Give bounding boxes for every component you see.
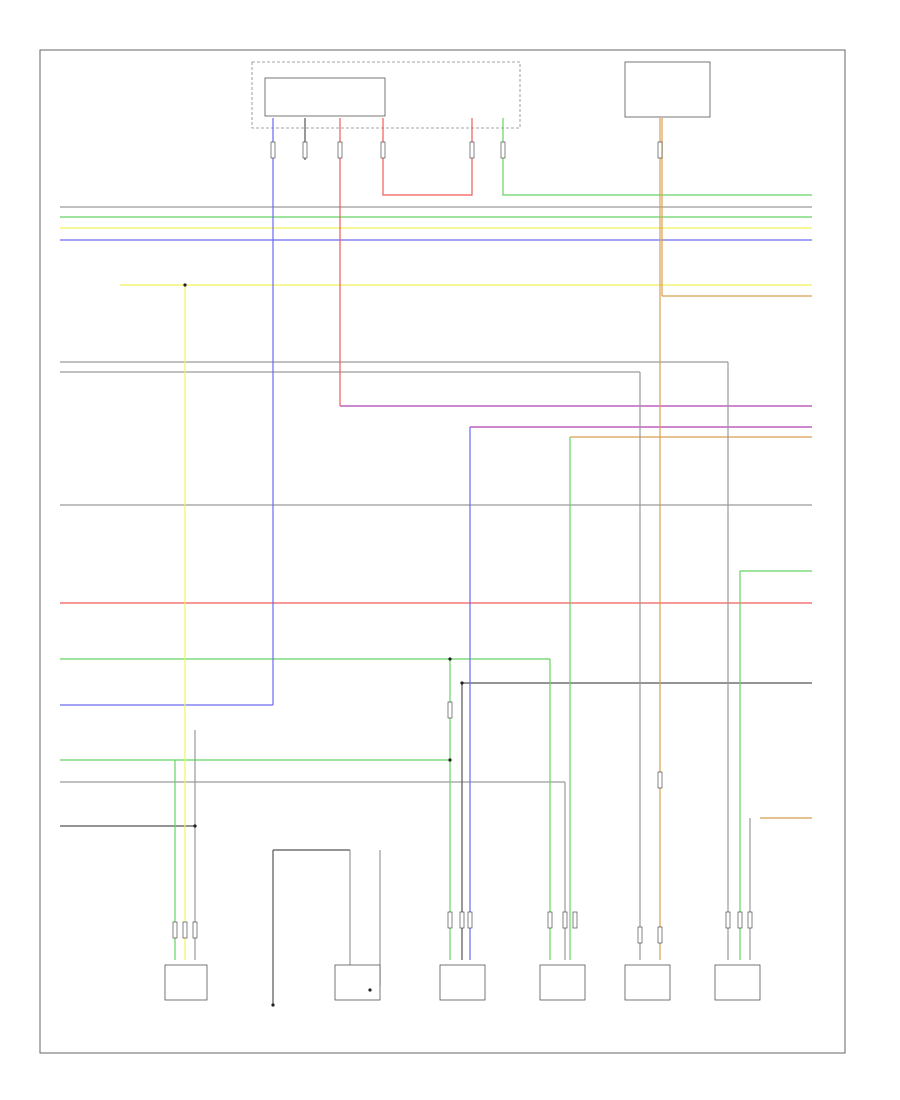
connector bbox=[337, 141, 343, 159]
connector bbox=[172, 921, 178, 939]
riser-wire bbox=[502, 118, 812, 196]
sensor-module-2 bbox=[539, 964, 586, 1001]
sensor-module-1 bbox=[439, 964, 486, 1001]
connector bbox=[547, 911, 553, 929]
relay-module bbox=[264, 77, 386, 117]
connector bbox=[270, 141, 276, 159]
splice-dot bbox=[368, 988, 372, 992]
connector bbox=[447, 701, 453, 719]
switch-component bbox=[334, 964, 381, 1001]
connector bbox=[657, 141, 663, 159]
connector bbox=[459, 911, 465, 929]
components bbox=[164, 141, 761, 1007]
connector bbox=[467, 911, 473, 929]
connector bbox=[380, 141, 386, 159]
connector bbox=[469, 141, 475, 159]
diagram-frame bbox=[39, 49, 846, 1054]
connector bbox=[192, 921, 198, 939]
connector bbox=[182, 921, 188, 939]
connector bbox=[302, 141, 308, 159]
connector bbox=[747, 911, 753, 929]
connector bbox=[657, 771, 663, 789]
splice-dot bbox=[193, 824, 197, 828]
connector bbox=[447, 911, 453, 929]
junction-relay-box bbox=[251, 61, 521, 129]
connector bbox=[500, 141, 506, 159]
splice-dot bbox=[448, 657, 452, 661]
sensor-module-4 bbox=[714, 964, 761, 1001]
fuse-relay-box-2 bbox=[624, 61, 711, 118]
connector bbox=[725, 911, 731, 929]
drop-wire bbox=[272, 849, 350, 1005]
connector bbox=[657, 926, 663, 944]
wires bbox=[60, 118, 812, 1005]
connector bbox=[562, 911, 568, 929]
connector bbox=[637, 926, 643, 944]
sensor-module-3 bbox=[624, 964, 671, 1001]
connector bbox=[572, 911, 578, 929]
component-1 bbox=[164, 964, 208, 1001]
splice-dot bbox=[271, 1003, 275, 1007]
connector bbox=[737, 911, 743, 929]
splice-dot bbox=[183, 283, 187, 287]
splice-dot bbox=[448, 758, 452, 762]
splice-dot bbox=[460, 681, 464, 685]
riser-wire bbox=[382, 118, 473, 196]
